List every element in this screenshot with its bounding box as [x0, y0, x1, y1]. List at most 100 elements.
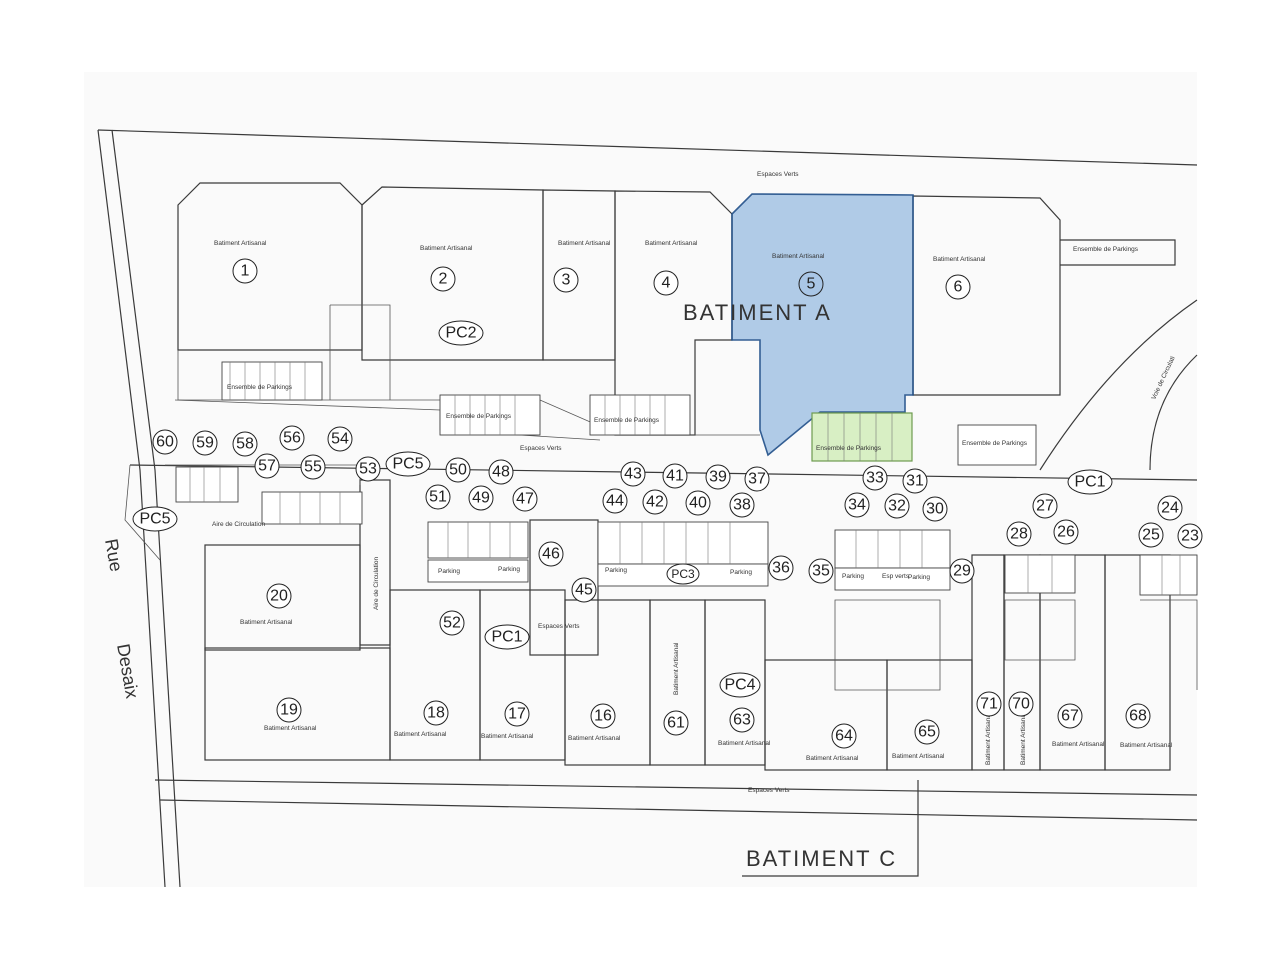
unit-circle-3 [553, 267, 579, 293]
unit-number-48[interactable]: 48 [492, 464, 510, 481]
unit-number-39[interactable]: 39 [709, 469, 727, 486]
unit-number-56[interactable]: 56 [283, 430, 301, 447]
unit-circle-23 [1177, 523, 1203, 549]
unit-number-25[interactable]: 25 [1142, 527, 1160, 544]
unit-number-27[interactable]: 27 [1036, 498, 1054, 515]
unit-number-33[interactable]: 33 [866, 470, 884, 487]
unit-number-26[interactable]: 26 [1057, 524, 1075, 541]
unit-number-71[interactable]: 71 [980, 696, 998, 713]
unit-circle-28 [1006, 521, 1032, 547]
bat-artisanal-65: Batiment Artisanal [892, 753, 945, 760]
parking-label-12: Parking [842, 573, 864, 580]
unit-number-17[interactable]: 17 [508, 706, 526, 723]
unit-circle-61 [663, 710, 689, 736]
unit-number-29[interactable]: 29 [953, 563, 971, 580]
unit-circle-38 [729, 492, 755, 518]
unit-number-36[interactable]: 36 [772, 560, 790, 577]
bat-artisanal-6: Batiment Artisanal [933, 256, 986, 263]
bat-artisanal-61: Batiment Artisanal [673, 642, 680, 695]
unit-circle-42 [642, 489, 668, 515]
unit-number-55[interactable]: 55 [304, 459, 322, 476]
pc-markers [132, 320, 1113, 698]
unit-number-53[interactable]: 53 [359, 461, 377, 478]
unit-number-32[interactable]: 32 [888, 498, 906, 515]
unit-number-44[interactable]: 44 [606, 493, 624, 510]
unit-number-38[interactable]: 38 [733, 497, 751, 514]
unit-number-43[interactable]: 43 [624, 466, 642, 483]
unit-circle-26 [1053, 519, 1079, 545]
batiment-a-label: BATIMENT A [683, 300, 832, 325]
unit-number-63[interactable]: 63 [733, 712, 751, 729]
espaces-verts-low: Espaces Verts [538, 623, 580, 630]
unit-circle-6 [945, 274, 971, 300]
unit-number-67[interactable]: 67 [1061, 708, 1079, 725]
unit-circle-41 [662, 463, 688, 489]
unit-number-28[interactable]: 28 [1010, 526, 1028, 543]
bat-artisanal-67: Batiment Artisanal [1052, 741, 1105, 748]
unit-number-52[interactable]: 52 [443, 615, 461, 632]
unit-circle-64 [831, 723, 857, 749]
unit-number-35[interactable]: 35 [812, 563, 830, 580]
unit-number-1[interactable]: 1 [241, 263, 250, 280]
unit-circle-67 [1057, 703, 1083, 729]
unit-number-30[interactable]: 30 [926, 501, 944, 518]
unit-number-51[interactable]: 51 [429, 489, 447, 506]
unit-number-23[interactable]: 23 [1181, 528, 1199, 545]
bat-artisanal-16: Batiment Artisanal [568, 735, 621, 742]
unit-circle-27 [1032, 493, 1058, 519]
unit-number-31[interactable]: 31 [906, 473, 924, 490]
unit-number-6[interactable]: 6 [954, 279, 963, 296]
unit-number-19[interactable]: 19 [280, 702, 298, 719]
unit-number-60[interactable]: 60 [156, 434, 174, 451]
unit-number-50[interactable]: 50 [449, 462, 467, 479]
unit-number-70[interactable]: 70 [1012, 696, 1030, 713]
unit-circle-36 [768, 555, 794, 581]
unit-number-37[interactable]: 37 [748, 471, 766, 488]
unit-number-45[interactable]: 45 [575, 582, 593, 599]
unit-number-46[interactable]: 46 [542, 546, 560, 563]
unit-number-49[interactable]: 49 [472, 490, 490, 507]
unit-circle-1 [232, 258, 258, 284]
batiment-c-label: BATIMENT C [746, 846, 897, 871]
unit-circle-47 [512, 486, 538, 512]
unit-number-47[interactable]: 47 [516, 491, 534, 508]
unit-number-58[interactable]: 58 [236, 436, 254, 453]
unit-circle-59 [192, 430, 218, 456]
unit-number-42[interactable]: 42 [646, 494, 664, 511]
unit-number-64[interactable]: 64 [835, 728, 853, 745]
ensemble-parkings-4: Ensemble de Parkings [816, 445, 882, 452]
pc5-top-label: PC5 [392, 456, 423, 473]
unit-number-57[interactable]: 57 [258, 458, 276, 475]
bat-artisanal-70: Batiment Artisana [1020, 714, 1027, 765]
unit-number-61[interactable]: 61 [667, 715, 685, 732]
parking-group-highlight[interactable] [811, 412, 913, 462]
unit-number-4[interactable]: 4 [662, 275, 671, 292]
unit-circle-35 [808, 558, 834, 584]
unit-circle-5 [798, 271, 824, 297]
pc1-right-label: PC1 [1074, 474, 1105, 491]
bat-artisanal-3: Batiment Artisanal [558, 240, 611, 247]
unit-number-18[interactable]: 18 [427, 705, 445, 722]
unit-number-65[interactable]: 65 [918, 724, 936, 741]
unit-5-highlight[interactable] [731, 193, 914, 457]
ensemble-parkings-1: Ensemble de Parkings [227, 384, 293, 391]
unit-number-59[interactable]: 59 [196, 435, 214, 452]
ensemble-parkings-3: Ensemble de Parkings [594, 417, 660, 424]
unit-number-68[interactable]: 68 [1129, 708, 1147, 725]
unit-number-2[interactable]: 2 [439, 271, 448, 288]
unit-circle-51 [425, 484, 451, 510]
unit-number-34[interactable]: 34 [848, 497, 866, 514]
unit-number-41[interactable]: 41 [666, 468, 684, 485]
unit-number-24[interactable]: 24 [1161, 500, 1179, 517]
unit-number-3[interactable]: 3 [562, 272, 571, 289]
espaces-verts-mid: Espaces Verts [520, 445, 562, 452]
unit-circle-46 [538, 541, 564, 567]
batiment-c-frame [742, 780, 919, 877]
unit-number-40[interactable]: 40 [689, 495, 707, 512]
unit-circle-24 [1157, 495, 1183, 521]
unit-number-16[interactable]: 16 [594, 708, 612, 725]
unit-number-54[interactable]: 54 [331, 431, 349, 448]
unit-number-20[interactable]: 20 [270, 588, 288, 605]
unit-number-5[interactable]: 5 [807, 276, 816, 293]
unit-circle-32 [884, 493, 910, 519]
